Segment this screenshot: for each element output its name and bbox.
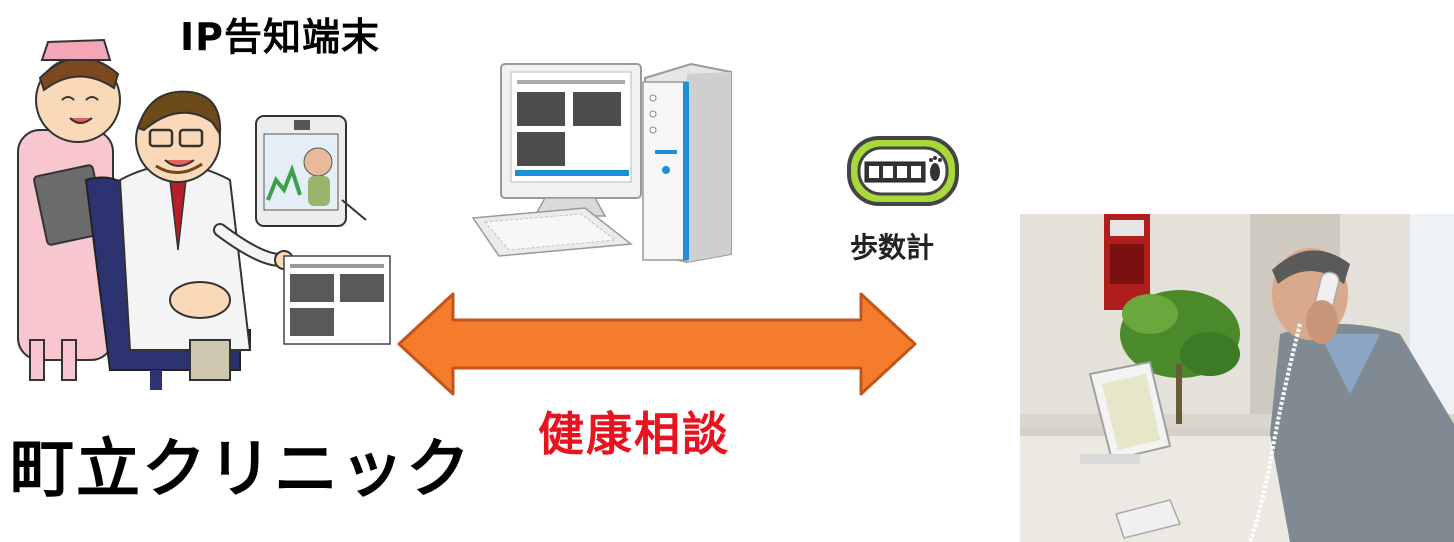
elderly-man xyxy=(1248,248,1454,542)
pedometer-icon xyxy=(847,136,959,206)
desktop-computer-icon xyxy=(471,62,732,264)
monitor xyxy=(500,63,642,217)
pedometer-label: 歩数計 xyxy=(850,231,935,264)
keyboard xyxy=(471,207,633,257)
chart-printout xyxy=(283,255,391,345)
doctor-figure xyxy=(118,90,294,381)
desk-terminal xyxy=(1080,360,1182,539)
tower xyxy=(642,62,732,264)
plant xyxy=(1120,290,1240,424)
ip-terminal-device xyxy=(255,115,367,227)
doctor-and-nurse-illustration xyxy=(17,38,391,390)
terminal-label: IP告知端末 xyxy=(180,15,380,59)
consultation-label: 健康相談 xyxy=(538,407,730,461)
patient-on-phone-photo xyxy=(1020,214,1454,542)
clinic-label: 町立クリニック xyxy=(10,433,472,507)
double-arrow-icon xyxy=(397,292,917,396)
